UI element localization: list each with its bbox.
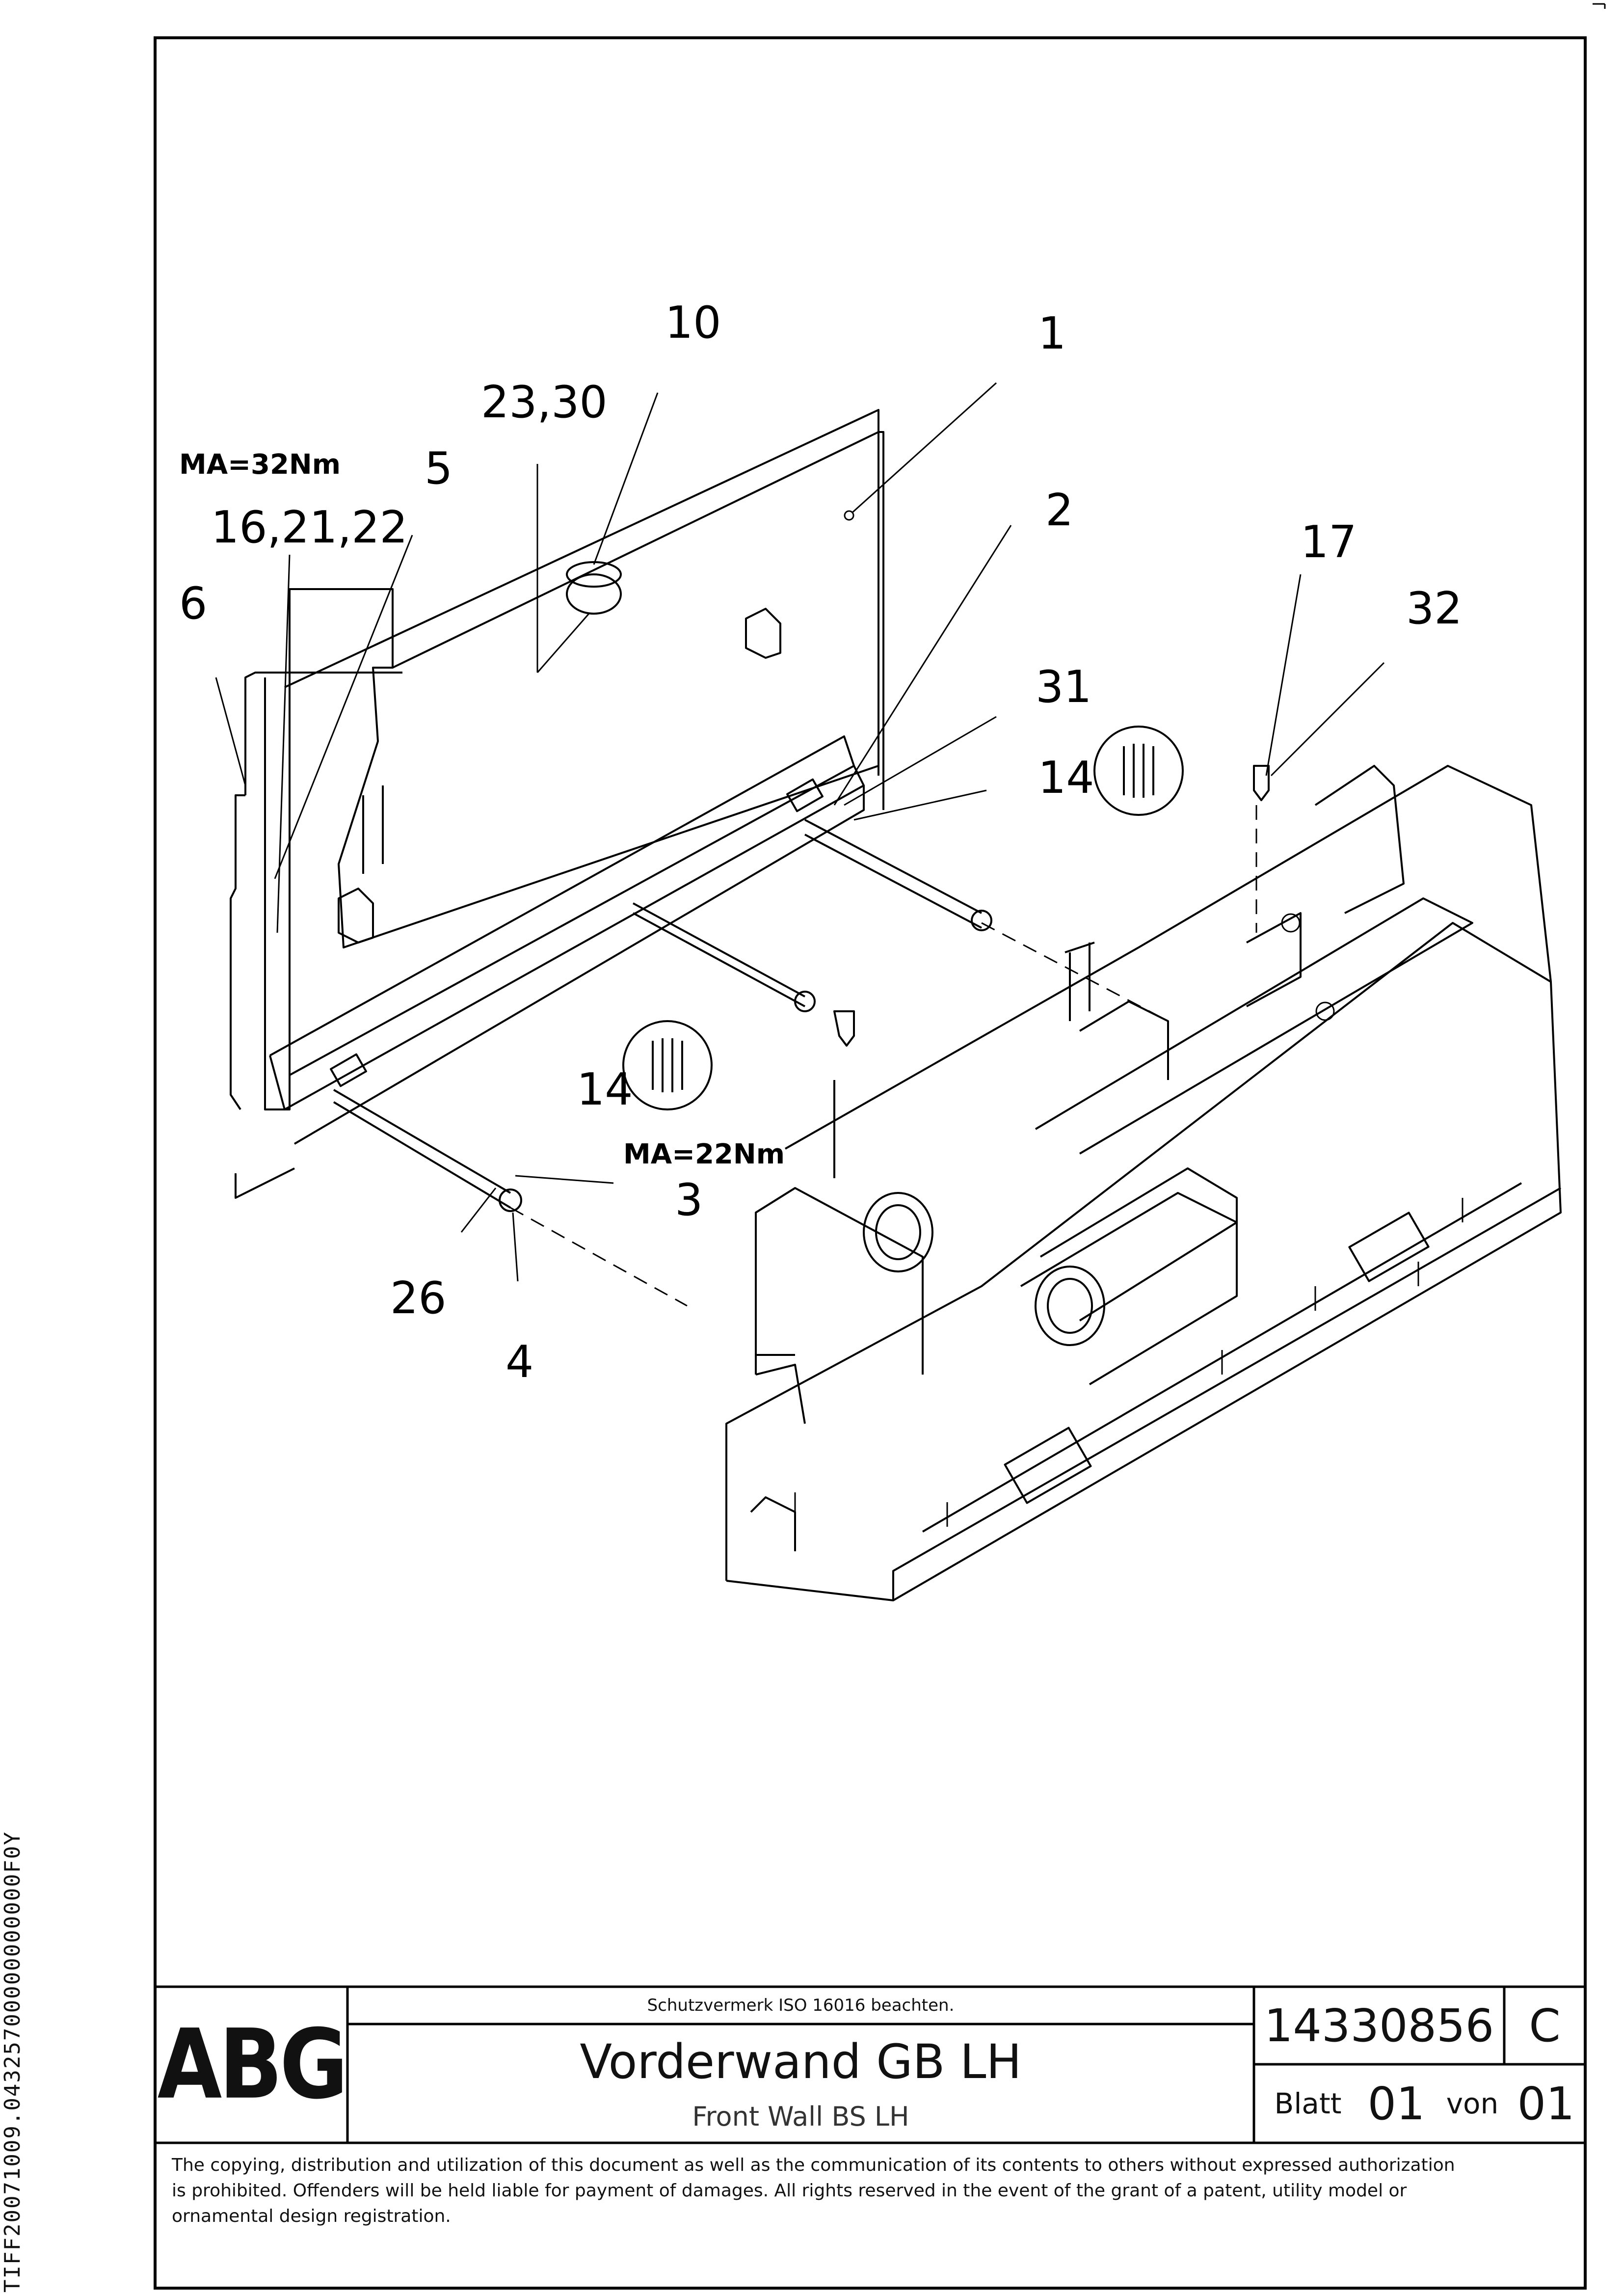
callout-3: 3 [675,1174,703,1226]
callout-6: 6 [179,578,207,629]
rubber-buffer [566,561,622,615]
sheet-number: 01 [1367,2077,1425,2130]
of-label: von [1446,2087,1499,2120]
mounting-rail [235,735,865,1199]
callout-14-top: 14 [1038,752,1094,804]
torque-note-upper: MA=32Nm [179,449,341,481]
callout-2: 2 [1045,485,1073,536]
drawing-title-en: Front Wall BS LH [692,2101,909,2132]
copyright-disclaimer: The copying, distribution and utilizatio… [172,2155,1455,2226]
callout-5: 5 [425,443,452,494]
detail-circles [622,726,1184,1110]
sheet-total: 01 [1517,2077,1575,2130]
front-wall-plate [230,409,884,1110]
exploded-assembly-drawing [230,409,1562,1601]
callout-23-30: 23,30 [481,377,608,428]
callout-1: 1 [1038,308,1066,359]
leader-lines [215,382,1385,1282]
callout-31: 31 [1036,661,1092,713]
document-file-id: TIFF20071009.04325700000000000F0Y [0,1831,25,2293]
callout-26: 26 [390,1272,447,1324]
abg-logo: ABG [157,2009,348,2121]
callout-labels: 10 1 23,30 5 16,21,22 6 2 17 32 31 14 14… [179,297,1463,1388]
screed-frame [725,765,1562,1601]
leader-dot [844,510,854,521]
part-number: 14330856 [1264,1999,1494,2052]
callout-32: 32 [1406,583,1463,634]
callout-4: 4 [506,1336,533,1388]
callout-10: 10 [665,297,721,349]
torque-note-lower: MA=22Nm [623,1138,785,1170]
callout-17: 17 [1301,516,1357,568]
callout-16-21-22: 16,21,22 [211,502,408,553]
drawing-frame [154,36,1587,2290]
sheet-label: Blatt [1274,2087,1342,2120]
revision-letter: C [1529,1999,1561,2052]
drawing-title-de: Vorderwand GB LH [580,2034,1022,2089]
bolts [333,765,1270,1212]
frame-bolts [794,913,1463,1527]
callout-14-bottom: 14 [577,1064,633,1115]
protection-notice: Schutzvermerk ISO 16016 beachten. [647,1996,955,2015]
hidden-lines [510,805,1257,1307]
title-block-grid [155,1985,1585,2144]
